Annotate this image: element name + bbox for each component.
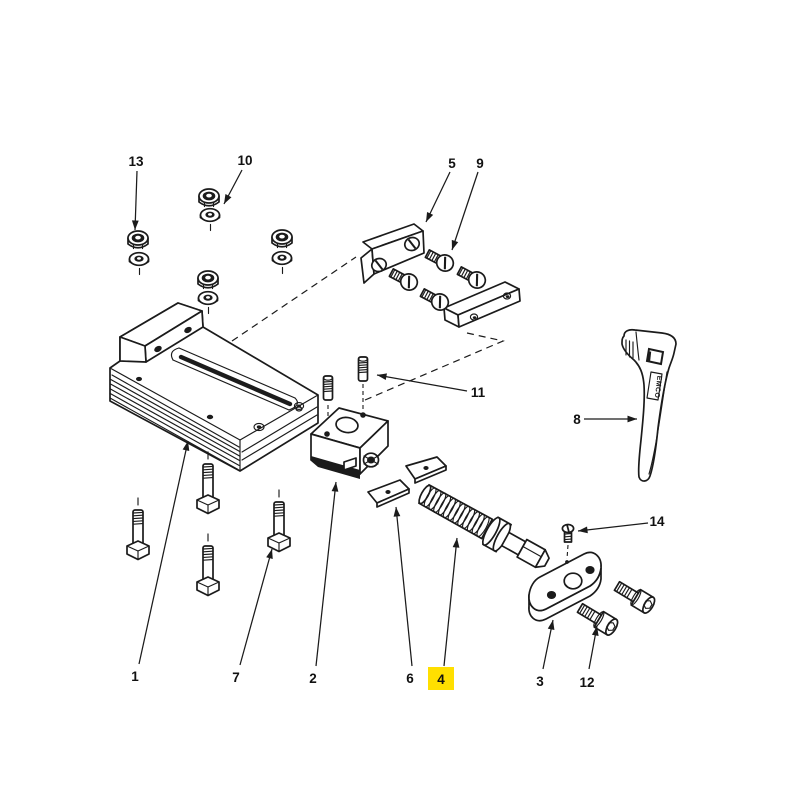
- part-1-vise-base: [109, 302, 319, 472]
- leader-arrowhead: [591, 626, 599, 636]
- nut-washer-set-10a: [198, 188, 221, 232]
- leader-arrowhead: [578, 526, 588, 534]
- part-number-9: 9: [476, 156, 484, 171]
- part-8-handle: EMCO: [621, 328, 677, 482]
- part-number-12: 12: [579, 675, 594, 690]
- part-4-lead-screw: [418, 483, 550, 569]
- part-6-gib-strips: [367, 456, 447, 508]
- part-number-8: 8: [573, 412, 581, 427]
- leader-arrowhead: [393, 507, 401, 517]
- callout-7: 7: [232, 548, 273, 685]
- callout-1: 1: [131, 440, 190, 684]
- part-2-movable-jaw: [310, 407, 389, 479]
- nut-washer-set-10b: [271, 229, 293, 275]
- gib-strip-upper: [405, 456, 447, 484]
- leader-arrowhead: [182, 441, 190, 452]
- leader-arrowhead: [451, 239, 459, 250]
- part-5-jaw-plates: [360, 223, 521, 328]
- callout-3: 3: [536, 619, 555, 689]
- alignment-dashed-lines: [231, 256, 569, 560]
- callout-4: 4: [428, 537, 460, 690]
- leader-arrowhead: [377, 373, 387, 381]
- nut-washer-sets: [127, 188, 293, 315]
- part-number-1: 1: [131, 669, 139, 684]
- callout-8: 8: [573, 412, 637, 427]
- gib-strip-lower: [367, 479, 410, 508]
- part-number-14: 14: [649, 514, 665, 529]
- leader-arrowhead: [426, 211, 434, 222]
- part-number-11: 11: [471, 385, 486, 400]
- leader-arrowhead: [627, 415, 637, 423]
- callout-14: 14: [577, 514, 665, 534]
- callout-12: 12: [579, 625, 599, 690]
- part-14-bracket-screw: [561, 523, 575, 543]
- part-number-4: 4: [437, 672, 445, 687]
- leader-arrowhead: [224, 194, 232, 204]
- nut-washer-set-13: [127, 230, 150, 276]
- part-number-13: 13: [128, 154, 144, 169]
- part-number-2: 2: [309, 671, 317, 686]
- callout-6: 6: [393, 506, 414, 686]
- leader-arrowhead: [547, 620, 555, 630]
- handle-brand-text: EMCO: [653, 375, 663, 398]
- callout-10: 10: [223, 153, 253, 205]
- part-number-10: 10: [237, 153, 252, 168]
- part-number-6: 6: [406, 671, 414, 686]
- callout-13: 13: [128, 154, 144, 231]
- callout-9: 9: [451, 156, 484, 251]
- part-number-3: 3: [536, 674, 544, 689]
- leader-arrowhead: [131, 220, 139, 230]
- callouts-layer: 1 7 2 6 4 3 12 13 10 5 9 11 8 14: [128, 153, 665, 690]
- part-11-set-screws: [322, 355, 369, 401]
- part-number-7: 7: [232, 670, 240, 685]
- highlight-part-4: [428, 667, 454, 690]
- leader-arrowhead: [452, 538, 460, 548]
- part-3-end-bracket: [528, 551, 602, 622]
- part-number-5: 5: [448, 156, 456, 171]
- leader-arrowhead: [266, 549, 273, 560]
- nut-washer-set-10c: [197, 270, 219, 315]
- jaw-plate-left: [360, 223, 425, 284]
- callout-5: 5: [425, 156, 456, 223]
- leader-arrowhead: [331, 482, 339, 492]
- callout-2: 2: [309, 481, 339, 686]
- jaw-plate-right: [443, 281, 521, 328]
- callout-11: 11: [376, 373, 486, 400]
